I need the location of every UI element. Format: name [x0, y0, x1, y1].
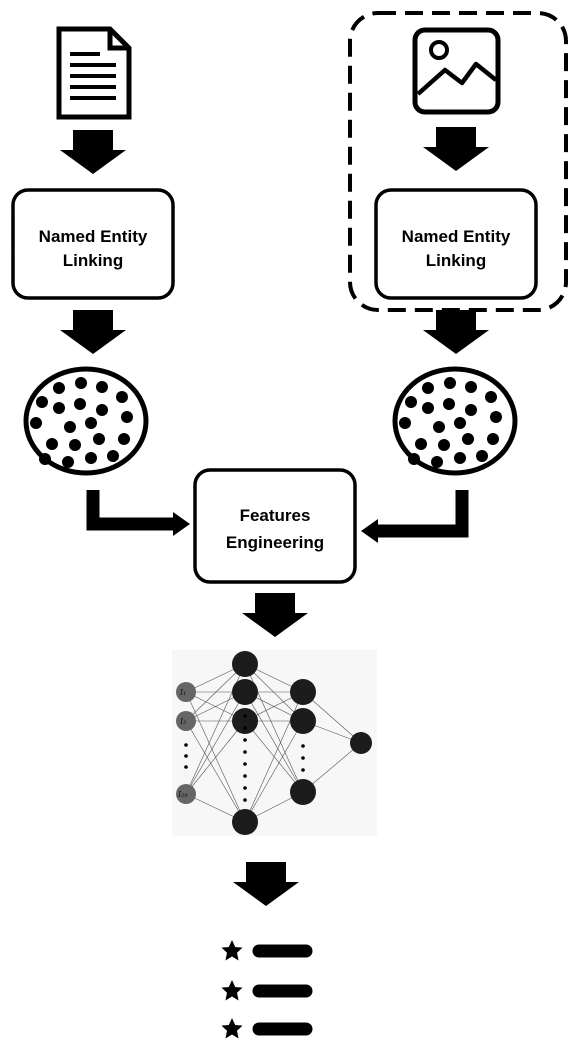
ellipsis-dots [184, 714, 305, 802]
star-icon [221, 1018, 243, 1039]
nn-output-node [350, 732, 372, 754]
features-label-line1: Features [240, 506, 311, 525]
nn-hidden-node [232, 679, 258, 705]
input-label-2: I₂ [179, 717, 186, 726]
nn-input-node [176, 784, 196, 804]
arrowhead-right [361, 519, 378, 543]
star-icon [221, 980, 243, 1001]
named-entity-linking-box-image: Named Entity Linking [374, 188, 538, 300]
down-arrow [242, 593, 308, 637]
image-icon [412, 27, 501, 115]
nn-hidden-node [232, 651, 258, 677]
nn-edge [244, 720, 304, 823]
nn-edge [185, 720, 246, 795]
nn-input-node [176, 711, 196, 731]
features-label-line2: Engineering [226, 533, 324, 552]
nn-hidden-node [290, 779, 316, 805]
document-icon [56, 26, 132, 120]
ranked-list-icon [221, 940, 313, 1039]
nn-edge [185, 691, 246, 795]
named-entity-linking-box-text: Named Entity Linking [11, 188, 175, 300]
connector-right [377, 490, 469, 538]
input-label-29: I₂₉ [177, 790, 188, 799]
nn-edge [244, 663, 304, 722]
nn-hidden-node [232, 708, 258, 734]
down-arrow [423, 310, 489, 354]
arrowhead-left [173, 512, 190, 536]
nel-text-label-line1: Named Entity [39, 227, 148, 246]
nn-edge [185, 691, 246, 823]
nn-hidden-node [232, 809, 258, 835]
nn-edge [185, 663, 246, 722]
down-arrow [60, 130, 126, 174]
star-icon [221, 940, 243, 961]
down-arrow [60, 310, 126, 354]
nel-image-label-line1: Named Entity [402, 227, 511, 246]
nn-edge [185, 720, 246, 823]
input-label-1: I₁ [179, 688, 186, 697]
entity-cluster-icon [395, 369, 515, 473]
down-arrow [233, 862, 299, 906]
nel-text-label-line2: Linking [63, 251, 123, 270]
nn-hidden-node [290, 679, 316, 705]
nn-edge [244, 691, 304, 793]
down-arrow [423, 127, 489, 171]
entity-cluster-icon [26, 369, 146, 473]
nn-input-node [176, 682, 196, 702]
connector-left [86, 490, 175, 531]
features-engineering-box: Features Engineering [193, 468, 357, 584]
nn-hidden-node [290, 708, 316, 734]
nel-image-label-line2: Linking [426, 251, 486, 270]
neural-network-icon: I₁ I₂ I₂₉ [172, 650, 377, 836]
